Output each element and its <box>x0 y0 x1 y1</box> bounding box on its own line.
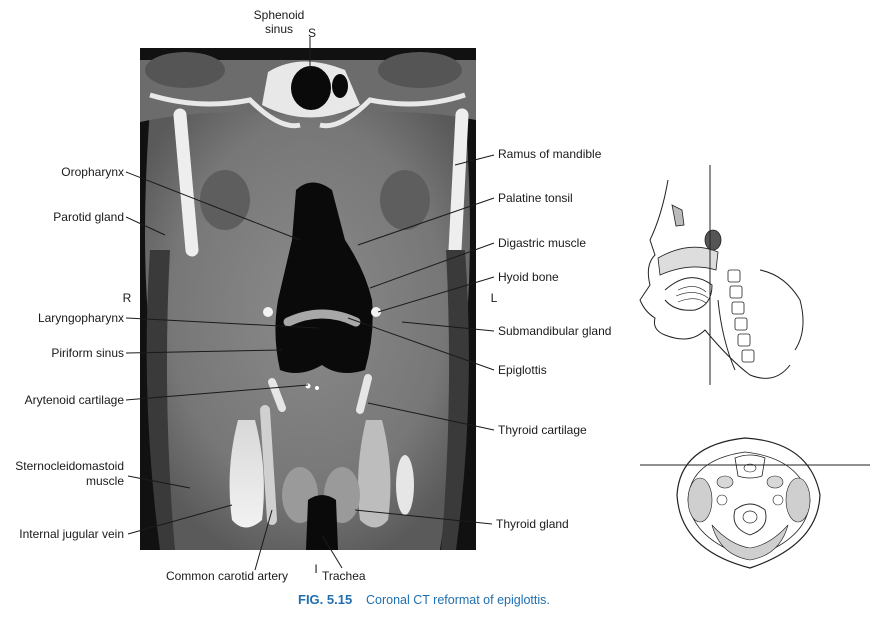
orientation-right: R <box>123 291 132 305</box>
anatomy-labels: Sphenoid sinus S I R L Oropharynx Paroti… <box>15 8 611 583</box>
label-sphenoid-sinus-1: Sphenoid <box>254 8 305 22</box>
label-thyroid-cartilage: Thyroid cartilage <box>498 423 587 437</box>
caption-figure-number: FIG. 5.15 <box>298 592 352 607</box>
label-arytenoid-cartilage: Arytenoid cartilage <box>25 393 125 407</box>
orientation-superior: S <box>308 26 316 40</box>
axial-reference-sketch <box>640 437 870 569</box>
label-laryngopharynx: Laryngopharynx <box>38 311 124 325</box>
label-epiglottis: Epiglottis <box>498 363 547 377</box>
label-thyroid-gland: Thyroid gland <box>496 517 569 531</box>
vertebra-column <box>727 269 755 363</box>
label-internal-jugular-vein: Internal jugular vein <box>19 527 124 541</box>
label-scm-1: Sternocleidomastoid <box>15 459 124 473</box>
leader-lines <box>125 37 495 571</box>
ct-image <box>140 48 476 550</box>
label-parotid-gland: Parotid gland <box>53 210 124 224</box>
caption-text: Coronal CT reformat of epiglottis. <box>366 593 550 607</box>
label-submandibular-gland: Submandibular gland <box>498 324 611 338</box>
label-oropharynx: Oropharynx <box>61 165 124 179</box>
label-piriform-sinus: Piriform sinus <box>51 346 124 360</box>
sagittal-reference-sketch <box>639 165 804 385</box>
label-digastric-muscle: Digastric muscle <box>498 236 586 250</box>
orientation-left: L <box>491 291 498 305</box>
label-scm-2: muscle <box>86 474 124 488</box>
label-ramus-of-mandible: Ramus of mandible <box>498 147 602 161</box>
orientation-inferior: I <box>314 562 317 576</box>
label-common-carotid-artery: Common carotid artery <box>166 569 288 583</box>
label-hyoid-bone: Hyoid bone <box>498 270 559 284</box>
label-sphenoid-sinus-2: sinus <box>265 22 293 36</box>
label-palatine-tonsil: Palatine tonsil <box>498 191 573 205</box>
figure-caption: FIG. 5.15 Coronal CT reformat of epiglot… <box>298 592 550 607</box>
label-trachea: Trachea <box>322 569 366 583</box>
